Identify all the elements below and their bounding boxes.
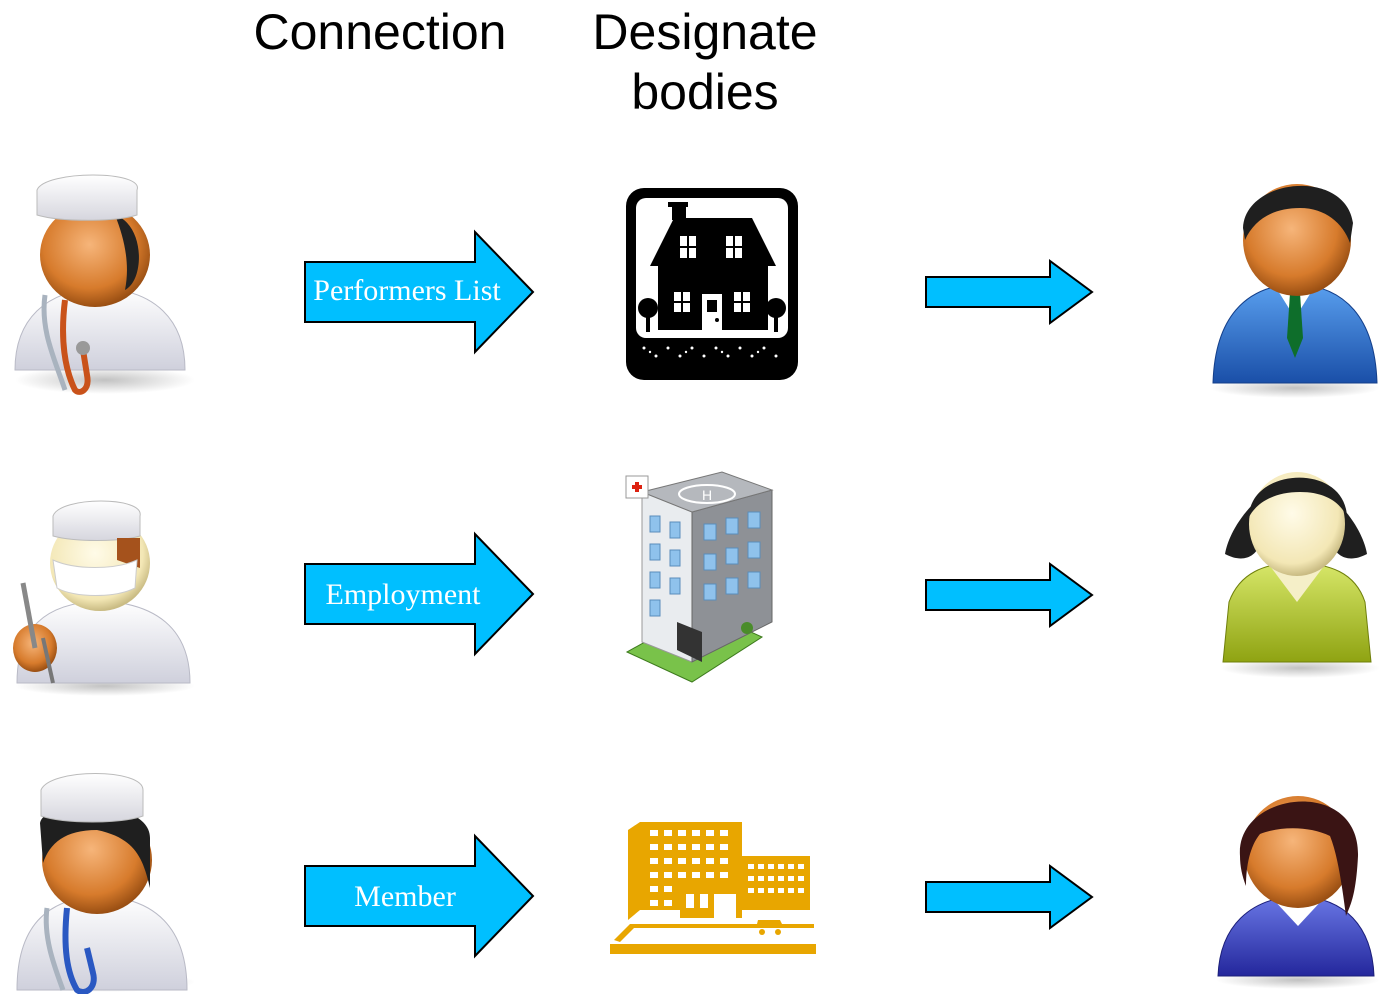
right-arrow-3 bbox=[925, 864, 1094, 930]
designate-bodies-header: Designate bodies bbox=[560, 2, 850, 122]
right-arrow-1 bbox=[925, 259, 1094, 325]
woman-dark-hair-icon bbox=[1216, 796, 1380, 989]
svg-text:H: H bbox=[702, 487, 712, 503]
surgeon-icon bbox=[13, 500, 195, 696]
right-arrow-2 bbox=[925, 562, 1094, 628]
performers-list-arrow: Performers List bbox=[304, 229, 535, 355]
employment-label: Employment bbox=[326, 578, 482, 611]
hospital-complex-icon bbox=[610, 822, 816, 954]
employment-arrow: Employment bbox=[304, 531, 535, 657]
doctor-stethoscope-icon bbox=[14, 174, 195, 395]
member-label: Member bbox=[354, 880, 456, 913]
designate-header-line2: bodies bbox=[631, 64, 779, 120]
designate-header-line1: Designate bbox=[592, 4, 818, 60]
doctor-blue-stethoscope-icon bbox=[15, 773, 195, 994]
performers-list-label: Performers List bbox=[313, 274, 501, 307]
connection-header: Connection bbox=[253, 4, 507, 60]
hospital-tower-icon: H bbox=[625, 471, 774, 683]
house-icon bbox=[626, 188, 798, 380]
businessman-icon bbox=[1210, 184, 1380, 398]
member-arrow: Member bbox=[304, 833, 535, 959]
woman-icon bbox=[1220, 472, 1380, 678]
